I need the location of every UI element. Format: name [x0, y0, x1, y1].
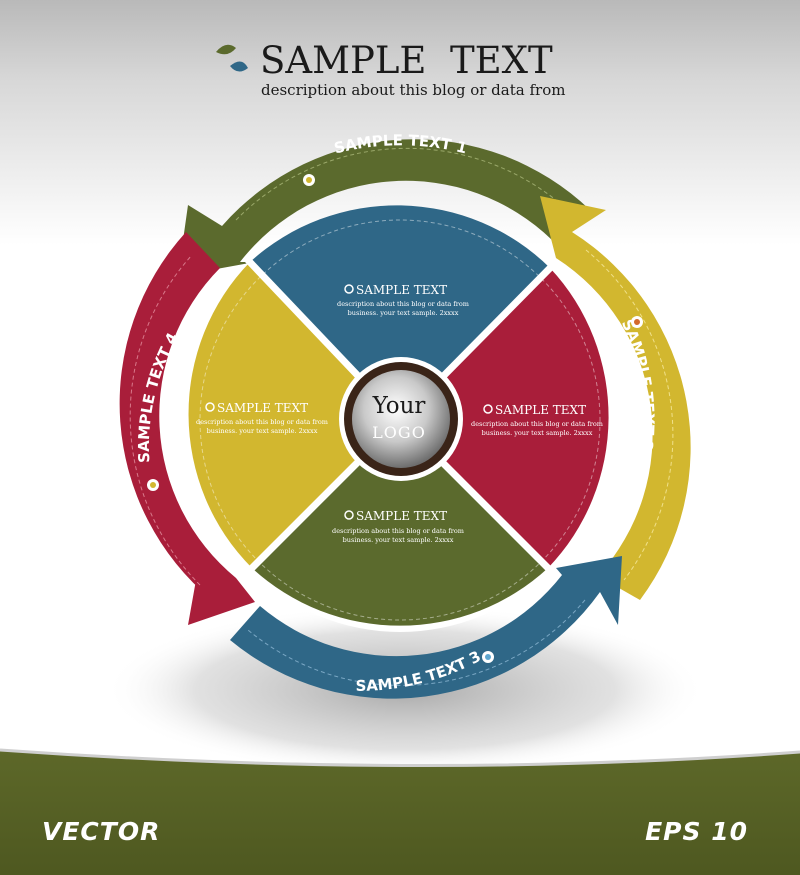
arrow-green-stitch [235, 147, 573, 221]
segment-icon [483, 404, 493, 414]
footer-eps-label: EPS 10 [645, 817, 748, 846]
arrow-green [178, 139, 590, 276]
segment-right-title: SAMPLE TEXT [495, 403, 586, 417]
logo-face [352, 370, 450, 468]
logo-text-line1: Your [372, 393, 426, 419]
segment-bottom [252, 420, 548, 626]
footer-edge [0, 748, 800, 768]
segment-icon [344, 510, 354, 520]
segment-left-line2: business. your text sample. 2xxxx [207, 427, 318, 435]
bullet-icon [150, 482, 156, 488]
header-title: SAMPLE TEXT [260, 39, 553, 82]
bullet-icon [485, 654, 491, 660]
bullet-icon [634, 319, 640, 325]
segment-icon [205, 402, 215, 412]
segment-right-line1: description about this blog or data from [471, 420, 603, 428]
arrow-red [119, 232, 256, 625]
segment-right [400, 268, 609, 568]
segment-left [188, 262, 400, 568]
segment-top-line1: description about this blog or data from [337, 300, 469, 308]
segment-top-line2: business. your text sample. 2xxxx [348, 309, 459, 317]
footer-band [0, 750, 800, 875]
arrow-blue [230, 556, 622, 699]
segment-top-title: SAMPLE TEXT [356, 283, 447, 297]
header: SAMPLE TEXT description about this blog … [216, 39, 565, 99]
arrow-red-stitch [129, 254, 201, 586]
segment-top [250, 205, 550, 420]
leaf-icon [216, 44, 248, 72]
bullet-icon [306, 177, 312, 183]
arrow-yellow-stitch [585, 249, 674, 581]
footer-vector-label: VECTOR [42, 817, 161, 846]
outer-ring [119, 139, 691, 699]
logo-text-line2: LOGO [372, 423, 426, 442]
ring-label-icons [147, 174, 643, 663]
header-subtitle: description about this blog or data from [261, 81, 565, 99]
segment-left-title: SAMPLE TEXT [217, 401, 308, 415]
logo-badge: Your LOGO [339, 357, 463, 481]
arrow-yellow [540, 196, 691, 600]
segment-right-line2: business. your text sample. 2xxxx [482, 429, 593, 437]
segment-bottom-line2: business. your text sample. 2xxxx [343, 536, 454, 544]
segment-bottom-line1: description about this blog or data from [332, 527, 464, 535]
segments [188, 205, 609, 626]
segment-left-line1: description about this blog or data from [196, 418, 328, 426]
segment-bottom-title: SAMPLE TEXT [356, 509, 447, 523]
segment-icon [344, 284, 354, 294]
